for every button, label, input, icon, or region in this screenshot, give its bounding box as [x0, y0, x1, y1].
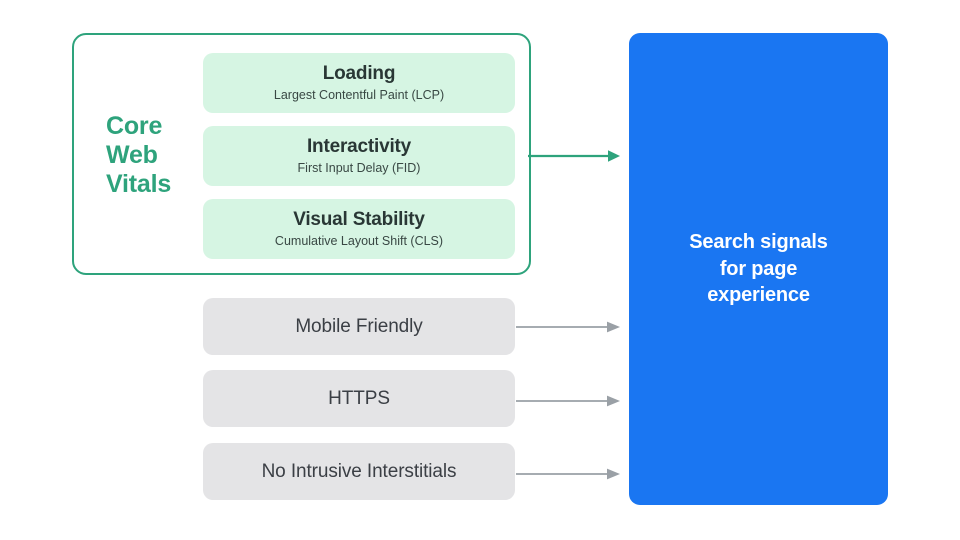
metric-subtitle: Cumulative Layout Shift (CLS) — [274, 233, 444, 248]
signal-title: Mobile Friendly — [295, 315, 423, 337]
metric-subtitle: First Input Delay (FID) — [297, 160, 421, 175]
metric-subtitle: Largest Contentful Paint (LCP) — [273, 87, 445, 102]
signal-card-no-intrusive-interstitials: No Intrusive Interstitials — [203, 443, 515, 500]
metric-title: Interactivity — [306, 135, 412, 157]
metric-card-interactivity: Interactivity First Input Delay (FID) — [203, 126, 515, 186]
search-signals-panel: Search signals for page experience — [629, 33, 888, 505]
mobile-friendly-arrow-icon — [516, 321, 620, 333]
signal-title: HTTPS — [328, 387, 390, 409]
signal-title: No Intrusive Interstitials — [261, 460, 457, 482]
search-signals-panel-label: Search signals for page experience — [689, 231, 828, 307]
no-intrusive-interstitials-arrow-icon — [516, 468, 620, 480]
signal-card-mobile-friendly: Mobile Friendly — [203, 298, 515, 355]
https-arrow-icon — [516, 395, 620, 407]
core-web-vitals-group — [72, 33, 531, 275]
core-web-vitals-group-label: Core Web Vitals — [106, 112, 172, 198]
core-web-vitals-arrow-icon — [528, 150, 620, 162]
metric-title: Loading — [322, 62, 396, 84]
metric-card-visual-stability: Visual Stability Cumulative Layout Shift… — [203, 199, 515, 259]
metric-title: Visual Stability — [293, 208, 425, 230]
signal-card-https: HTTPS — [203, 370, 515, 427]
metric-card-loading: Loading Largest Contentful Paint (LCP) — [203, 53, 515, 113]
